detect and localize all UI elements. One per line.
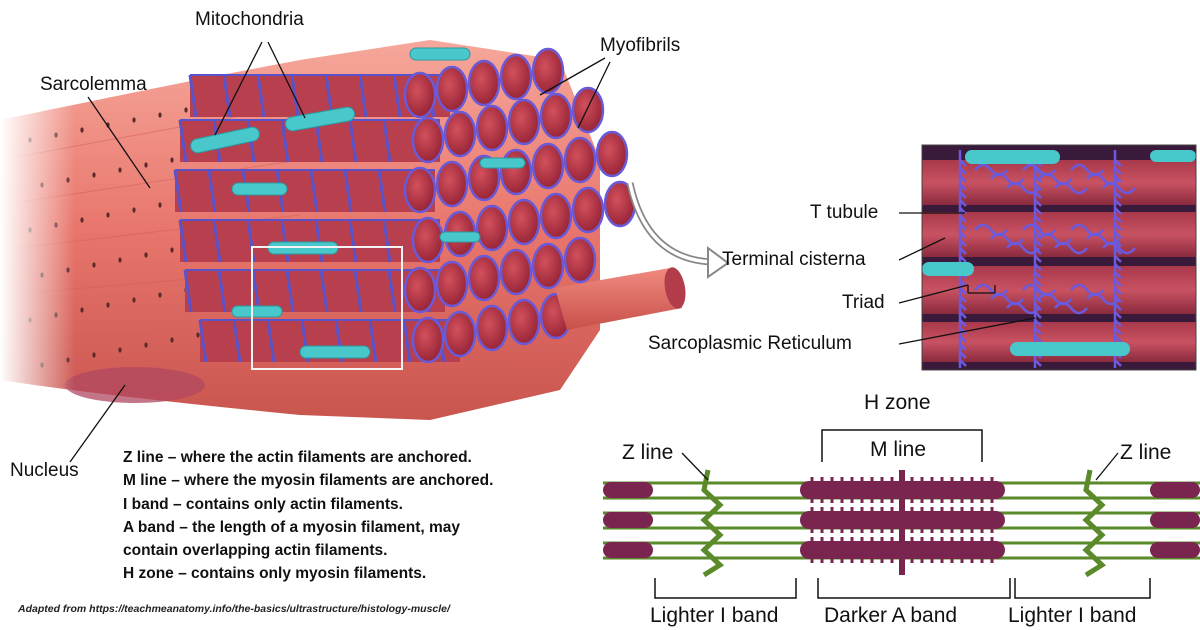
label-triad: Triad — [842, 292, 885, 314]
label-mitochondria: Mitochondria — [195, 9, 304, 31]
definition-z-line: Z line – where the actin filaments are a… — [123, 446, 493, 469]
label-sarcoplasmic-reticulum: Sarcoplasmic Reticulum — [648, 333, 852, 355]
label-z-line-left: Z line — [622, 441, 673, 465]
label-z-line-right: Z line — [1120, 441, 1171, 465]
definition-a-band: A band – the length of a myosin filament… — [123, 516, 493, 539]
label-t-tubule: T tubule — [810, 202, 878, 224]
label-sarcolemma: Sarcolemma — [40, 74, 147, 96]
label-h-zone: H zone — [864, 391, 931, 415]
inset-image — [922, 145, 1196, 370]
label-lighter-i-band-left: Lighter I band — [650, 604, 778, 628]
definition-h-zone: H zone – contains only myosin filaments. — [123, 562, 493, 585]
definition-a-band-cont: contain overlapping actin filaments. — [123, 539, 493, 562]
label-darker-a-band: Darker A band — [824, 604, 957, 628]
source-credit: Adapted from https://teachmeanatomy.info… — [18, 603, 450, 615]
definition-m-line: M line – where the myosin filaments are … — [123, 469, 493, 492]
label-nucleus: Nucleus — [10, 460, 79, 482]
nucleus-shape — [65, 367, 205, 403]
definition-i-band: I band – contains only actin filaments. — [123, 493, 493, 516]
label-terminal-cisterna: Terminal cisterna — [722, 249, 866, 271]
definitions-list: Z line – where the actin filaments are a… — [123, 446, 493, 586]
label-lighter-i-band-right: Lighter I band — [1008, 604, 1136, 628]
label-m-line: M line — [870, 438, 926, 462]
label-myofibrils: Myofibrils — [600, 35, 680, 57]
